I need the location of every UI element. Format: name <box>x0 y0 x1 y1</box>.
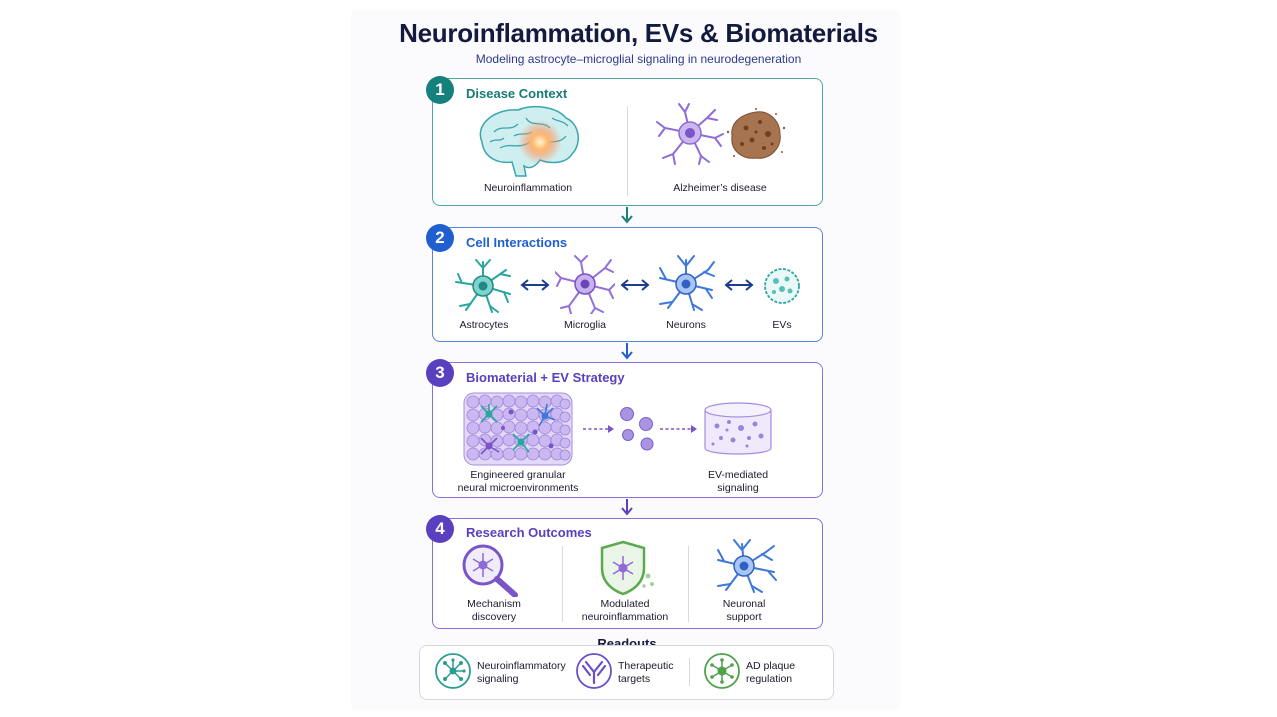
ev-icon <box>764 268 800 304</box>
mechanism-label-line1: Mechanism <box>467 598 521 610</box>
double-arrow-icon <box>520 279 550 291</box>
mechanism-label-line2: discovery <box>471 611 517 623</box>
section-1-divider <box>627 106 628 196</box>
arrow-down-icon <box>621 499 633 516</box>
granular-label-line2: neural microenvironments <box>457 482 579 494</box>
granular-scaffold-icon <box>463 392 573 466</box>
section-1-badge: 1 <box>426 76 454 104</box>
ev-particles-icon <box>620 407 654 451</box>
section-4-badge: 4 <box>426 515 454 543</box>
dashed-arrow-icon <box>660 425 697 433</box>
section-4-divider <box>688 546 689 622</box>
section-2-badge: 2 <box>426 224 454 252</box>
modulated-label-line1: Modulated <box>600 598 650 610</box>
section-4-divider <box>562 546 563 622</box>
shield-icon <box>600 540 654 596</box>
alzheimers-label: Alzheimer’s disease <box>673 182 767 194</box>
evs-label: EVs <box>772 319 792 331</box>
double-arrow-icon <box>620 279 650 291</box>
brain-icon <box>479 105 579 177</box>
plaque-regulation-icon <box>704 653 740 689</box>
astrocyte-icon <box>455 259 511 313</box>
readout-1-line2: signaling <box>477 673 519 685</box>
dashed-arrow-icon <box>583 425 614 433</box>
ev-dish-icon <box>704 402 772 455</box>
ev-signaling-label-line2: signaling <box>717 482 759 494</box>
arrow-down-icon <box>621 343 633 360</box>
microglia-cell-icon <box>656 103 724 165</box>
microglia-label: Microglia <box>563 319 606 331</box>
modulated-label-line2: neuroinflammation <box>581 611 669 623</box>
figure-subtitle: Modeling astrocyte–microglial signaling … <box>475 52 802 66</box>
neuron-icon <box>659 255 715 311</box>
readout-1-line1: Neuroinflammatory <box>477 660 566 672</box>
section-1-title: Disease Context <box>466 86 568 101</box>
neuronal-label-line1: Neuronal <box>722 598 766 610</box>
granular-label-line1: Engineered granular <box>470 469 566 481</box>
section-3-title: Biomaterial + EV Strategy <box>466 370 625 385</box>
neuroinflammation-label: Neuroinflammation <box>483 182 573 194</box>
readouts-divider <box>689 658 690 686</box>
readout-3-line2: regulation <box>746 673 793 685</box>
section-3-badge: 3 <box>426 359 454 387</box>
astrocytes-label: Astrocytes <box>459 319 509 331</box>
readout-2-line1: Therapeutic <box>618 660 674 672</box>
section-4-title: Research Outcomes <box>466 525 592 540</box>
neuron-icon <box>717 539 777 593</box>
readout-3-line1: AD plaque <box>746 660 796 672</box>
plaque-icon <box>726 108 786 159</box>
magnifier-icon <box>462 544 518 597</box>
antibody-icon <box>576 653 612 689</box>
neuronal-label-line2: support <box>726 611 762 623</box>
readout-2-line2: targets <box>618 673 651 685</box>
neurons-label: Neurons <box>666 319 706 331</box>
readouts-box <box>419 645 834 700</box>
double-arrow-icon <box>724 279 754 291</box>
figure-title: Neuroinflammation, EVs & Biomaterials <box>399 18 878 48</box>
microglia-icon <box>555 255 615 314</box>
arrow-down-icon <box>621 207 633 224</box>
network-icon <box>435 653 471 689</box>
ev-signaling-label-line1: EV-mediated <box>707 469 769 481</box>
section-2-title: Cell Interactions <box>466 235 568 250</box>
